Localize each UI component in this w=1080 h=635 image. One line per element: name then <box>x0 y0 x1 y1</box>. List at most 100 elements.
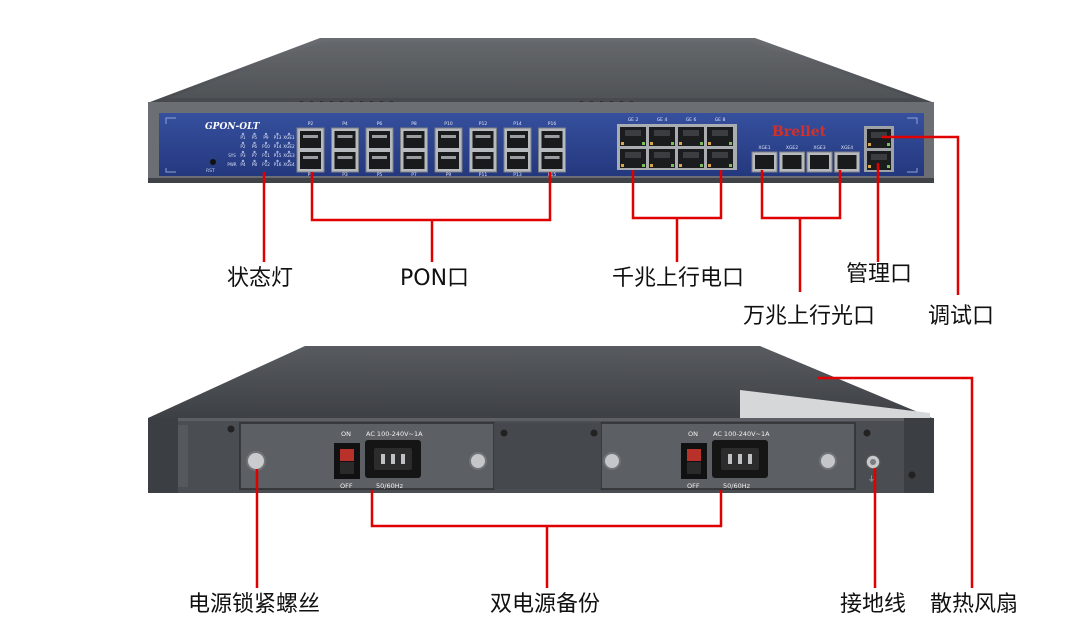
led-indicator <box>287 159 291 163</box>
ge-port-clip <box>712 152 728 158</box>
led-indicator <box>276 132 279 136</box>
xge-port[interactable] <box>755 155 774 169</box>
callout-lines <box>255 135 974 588</box>
xge-port[interactable] <box>810 155 829 169</box>
led-label: P9 <box>263 135 269 140</box>
callout-status-led: 状态灯 <box>227 266 294 291</box>
led-indicator <box>264 132 268 136</box>
led-label: P15 <box>274 153 282 158</box>
pon-label-top: P8 <box>411 121 417 127</box>
ge-led <box>671 142 674 145</box>
led-indicator <box>264 141 268 145</box>
led-indicator <box>253 150 256 154</box>
pon-port[interactable] <box>334 131 356 148</box>
led-label: XGE4 <box>283 162 295 167</box>
pon-label-top: P4 <box>342 121 348 127</box>
callout-management-port: 管理口 <box>846 262 913 287</box>
pon-port[interactable] <box>403 152 425 169</box>
psu-left-on: ON <box>341 430 351 438</box>
led-indicator <box>253 159 256 163</box>
led-side-label: SYS <box>228 153 236 158</box>
led-label: P11 <box>262 153 270 158</box>
ge-led <box>642 164 645 167</box>
ge-port-clip <box>654 130 670 136</box>
pon-port[interactable] <box>369 131 390 148</box>
ge-led <box>679 164 682 167</box>
pon-label-bottom: P5 <box>377 172 383 178</box>
pon-port[interactable] <box>472 152 494 169</box>
ge-label-top: GE 2 <box>628 117 639 123</box>
reset-button[interactable] <box>210 159 216 165</box>
led-label: P10 <box>262 144 270 149</box>
model-label: GPON-OLT <box>205 122 261 132</box>
ge-led <box>679 142 682 145</box>
led-indicator <box>241 159 245 163</box>
ge-led <box>700 164 703 167</box>
pon-latch <box>372 135 387 138</box>
rear-device: ⏚ <box>148 346 934 493</box>
led-indicator <box>253 132 256 136</box>
pon-port[interactable] <box>438 152 459 169</box>
led-indicator <box>287 132 291 136</box>
pon-latch <box>441 156 456 159</box>
led-label: XGE2 <box>283 144 295 149</box>
pon-port[interactable] <box>472 131 494 148</box>
led-label: P1 <box>240 135 246 140</box>
pon-label-bottom: P1 <box>308 172 314 178</box>
pon-port[interactable] <box>403 131 425 148</box>
led-indicator <box>287 141 291 145</box>
led-label: P6 <box>252 144 258 149</box>
led-side-label: PWR <box>227 162 236 167</box>
pon-latch <box>406 156 422 159</box>
xge-port[interactable] <box>782 155 802 169</box>
pon-port[interactable] <box>541 131 563 148</box>
pon-label-top: P12 <box>479 121 488 127</box>
pon-label-top: P2 <box>308 121 314 127</box>
pon-latch <box>337 135 353 138</box>
callout-cooling-fan: 散热风扇 <box>930 592 1019 617</box>
led-label: P4 <box>240 162 246 167</box>
pon-label-bottom: P7 <box>411 172 417 178</box>
ge-led <box>708 164 711 167</box>
led-indicator <box>276 159 279 163</box>
led-label: P5 <box>252 135 258 140</box>
led-indicator <box>241 132 245 136</box>
psu-right-rating: AC 100-240V~1A <box>713 430 770 438</box>
pon-port[interactable] <box>334 152 356 169</box>
pon-label-top: P10 <box>444 121 453 127</box>
led-label: P14 <box>274 144 282 149</box>
power-lock-screw[interactable] <box>246 451 266 471</box>
psu-left-rating: AC 100-240V~1A <box>366 430 423 438</box>
pon-label-top: P14 <box>513 121 522 127</box>
led-label: XGE1 <box>283 135 295 140</box>
ge-label-top: GE 4 <box>657 117 668 123</box>
ge-led <box>621 142 624 145</box>
led-label: P12 <box>262 162 270 167</box>
ge-label-top: GE 8 <box>715 117 726 123</box>
callout-xge-uplink: 万兆上行光口 <box>743 304 876 329</box>
pon-latch <box>303 135 318 138</box>
brand-logo: Brellet <box>772 124 827 140</box>
ge-port-clip <box>654 152 670 158</box>
pon-port[interactable] <box>300 152 321 169</box>
xge-port[interactable] <box>837 155 857 169</box>
pon-port[interactable] <box>300 131 321 148</box>
ge-led <box>708 142 711 145</box>
pon-port[interactable] <box>541 152 563 169</box>
psu-right <box>681 440 768 479</box>
psu-right-freq: 50/60Hz <box>723 482 751 490</box>
pon-port[interactable] <box>438 131 459 148</box>
svg-text:⏚: ⏚ <box>868 475 875 483</box>
pon-port[interactable] <box>507 131 528 148</box>
pon-port[interactable] <box>369 152 390 169</box>
psu-left <box>334 440 421 479</box>
pon-latch <box>372 156 387 159</box>
ge-led <box>671 164 674 167</box>
led-indicator <box>253 141 256 145</box>
pon-port[interactable] <box>507 152 528 169</box>
led-label: P13 <box>274 135 282 140</box>
xge-label: XGE2 <box>786 145 798 151</box>
